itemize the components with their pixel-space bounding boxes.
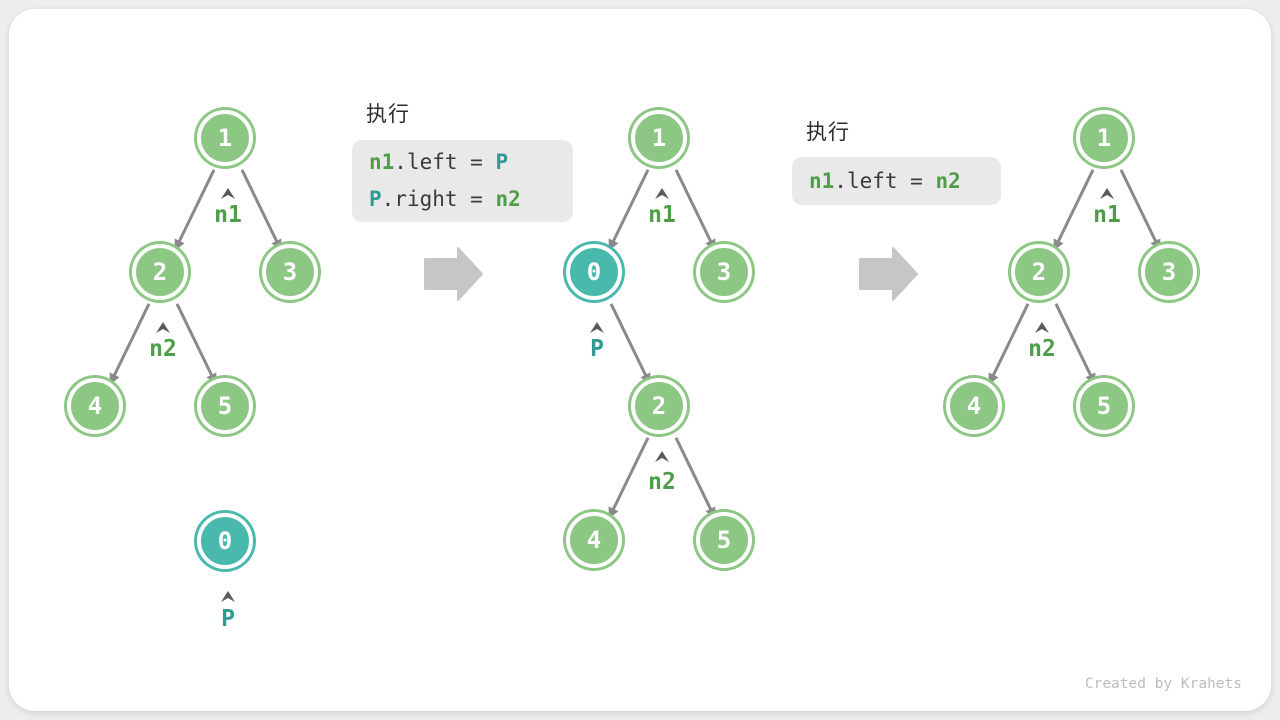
tree-1-edges — [109, 169, 282, 385]
tree-node: 4 — [67, 378, 123, 434]
node-value: 3 — [282, 258, 298, 286]
tree-edge — [1119, 169, 1161, 251]
up-caret-icon — [1035, 322, 1049, 333]
up-caret-icon — [655, 188, 669, 199]
node-value: 3 — [716, 258, 732, 286]
up-caret-icon — [1100, 188, 1114, 199]
up-caret-icon — [221, 188, 235, 199]
tree-node-P: 0 — [566, 244, 622, 300]
up-caret-icon — [590, 322, 604, 333]
tree-node: 5 — [696, 512, 752, 568]
tree-node: 4 — [566, 512, 622, 568]
exec-heading: 执行 — [806, 120, 850, 144]
tree-node: 5 — [197, 378, 253, 434]
node-value: 4 — [586, 526, 602, 554]
tree-node-P: 0 — [197, 513, 253, 569]
watermark: Created by Krahets — [1084, 676, 1242, 692]
tree-edge — [988, 303, 1030, 385]
node-value: 5 — [217, 392, 233, 420]
code-token: = — [457, 150, 496, 174]
tree-edge — [1053, 169, 1095, 251]
exec-heading: 执行 — [366, 102, 410, 126]
node-value: 4 — [966, 392, 982, 420]
pointer-label-n1: n1 — [214, 202, 242, 228]
node-value: 2 — [651, 392, 667, 420]
tree-edge — [674, 169, 716, 251]
pointer-carets — [156, 188, 1114, 602]
tree-node: 2 — [1011, 244, 1067, 300]
tree-edge — [674, 437, 716, 519]
code-token: = — [897, 168, 936, 193]
code-token: .right — [381, 187, 458, 211]
tree-2-edges — [608, 169, 716, 519]
pointer-label-n2: n2 — [149, 336, 177, 362]
up-caret-icon — [221, 591, 235, 602]
node-value: 1 — [651, 124, 667, 152]
node-value: 1 — [217, 124, 233, 152]
pointer-label-n2: n2 — [1028, 336, 1056, 362]
tree-edge — [174, 169, 216, 251]
code-token: = — [457, 187, 496, 211]
up-caret-icon — [156, 322, 170, 333]
flow-arrows — [424, 247, 918, 301]
code-box-1: n1.left = P P.right = n2 — [352, 140, 573, 222]
node-value: 1 — [1096, 124, 1112, 152]
up-caret-icon — [655, 451, 669, 462]
tree-node: 2 — [132, 244, 188, 300]
tree-edge — [109, 303, 151, 385]
tree-node: 3 — [1141, 244, 1197, 300]
tree-edge — [609, 303, 651, 385]
code-token-n2: n2 — [495, 187, 521, 211]
node-value: 3 — [1161, 258, 1177, 286]
node-value: 4 — [87, 392, 103, 420]
tree-3-edges — [988, 169, 1161, 385]
code-line: n1.left = P — [369, 144, 556, 181]
pointer-label-P: P — [221, 606, 235, 632]
tree-edge — [175, 303, 217, 385]
tree-edge — [240, 169, 282, 251]
tree-edge — [608, 169, 650, 251]
pointer-label-n2: n2 — [648, 469, 676, 495]
tree-edge — [608, 437, 650, 519]
tree-node: 1 — [631, 110, 687, 166]
pointer-label-n1: n1 — [648, 202, 676, 228]
code-token-P: P — [369, 187, 382, 211]
node-value: 0 — [586, 258, 602, 286]
code-token-P: P — [495, 150, 509, 174]
code-token-n2: n2 — [935, 168, 961, 193]
node-value: 2 — [1031, 258, 1047, 286]
tree-node: 5 — [1076, 378, 1132, 434]
code-token-n1: n1 — [809, 168, 835, 193]
code-box-2: n1.left = n2 — [792, 157, 1001, 205]
node-value: 2 — [152, 258, 168, 286]
tree-edge — [1054, 303, 1096, 385]
tree-node: 1 — [197, 110, 253, 166]
tree-node: 4 — [946, 378, 1002, 434]
tree-node: 2 — [631, 378, 687, 434]
node-value: 5 — [1096, 392, 1112, 420]
code-token: .left — [834, 168, 898, 193]
tree-node: 3 — [696, 244, 752, 300]
tree-node: 1 — [1076, 110, 1132, 166]
flow-arrow-icon — [859, 247, 918, 301]
node-value: 0 — [217, 527, 233, 555]
pointer-label-n1: n1 — [1093, 202, 1121, 228]
code-line: P.right = n2 — [369, 181, 556, 218]
flow-arrow-icon — [424, 247, 483, 301]
pointer-label-P: P — [590, 336, 604, 362]
node-value: 5 — [716, 526, 732, 554]
code-token-n1: n1 — [369, 150, 395, 174]
code-token: .left — [394, 150, 458, 174]
code-line: n1.left = n2 — [809, 163, 984, 200]
tree-node: 3 — [262, 244, 318, 300]
